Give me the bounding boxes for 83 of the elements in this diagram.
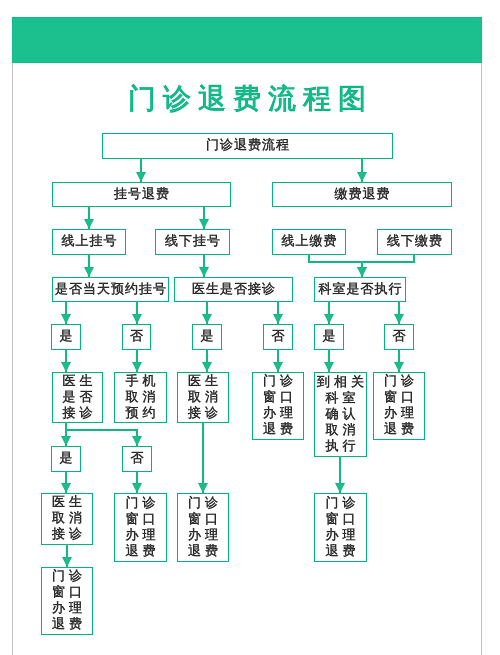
step-text: 医生取消接诊 [52, 495, 82, 543]
step-text: 否 [130, 329, 144, 345]
step-text: 手机取消预约 [126, 374, 156, 422]
step-text: 门诊窗口办理退费 [326, 496, 356, 560]
process-box [263, 324, 293, 350]
process-box [51, 324, 81, 350]
arrow [394, 302, 404, 324]
process-box [52, 372, 103, 423]
process-box [314, 277, 406, 302]
step-text: 否 [130, 451, 144, 467]
title: 门诊退费流程图 [128, 81, 373, 117]
step-text: 门诊窗口办理退费 [263, 374, 293, 438]
process-box [314, 324, 344, 350]
arrow [198, 423, 208, 493]
process-box [52, 182, 231, 207]
process-box [174, 277, 293, 302]
arrow [62, 545, 72, 567]
process-box [192, 324, 222, 350]
step-text: 线上挂号 [62, 234, 118, 250]
arrow [136, 159, 146, 182]
step-text: 门诊窗口办理退费 [188, 496, 218, 560]
step-text: 医生取消接诊 [188, 374, 218, 422]
step-text: 是 [200, 329, 214, 345]
arrow [61, 302, 71, 324]
step-text: 是 [60, 451, 74, 467]
arrow [199, 207, 209, 229]
arrow [132, 302, 142, 324]
step-text: 线下挂号 [165, 234, 221, 250]
process-box [52, 229, 126, 255]
process-box [272, 229, 346, 255]
arrow [199, 255, 209, 277]
process-box [41, 493, 93, 545]
step-text: 医生是否接诊 [192, 282, 276, 298]
arrow [65, 423, 142, 446]
process-box [373, 372, 425, 440]
process-box [114, 372, 167, 423]
step-text: 门诊窗口办理退费 [52, 569, 82, 633]
step-text: 否 [272, 329, 286, 345]
arrow [357, 159, 367, 182]
arrow [357, 255, 415, 277]
arrow [61, 350, 71, 372]
arrow [394, 350, 404, 372]
step-text: 是 [60, 329, 74, 345]
step-text: 到相关科室确认取消执行 [317, 374, 364, 454]
arrow [84, 207, 94, 229]
step-text: 缴费退费 [334, 186, 390, 202]
arrow [61, 472, 71, 493]
process-box [122, 446, 152, 472]
step-text: 线下缴费 [387, 234, 443, 250]
step-text: 门诊窗口办理退费 [126, 496, 156, 560]
step-text: 挂号退费 [114, 186, 170, 202]
process-box [114, 493, 167, 562]
arrow [132, 350, 142, 372]
process-box [384, 324, 414, 350]
arrow [202, 302, 212, 324]
step-text: 是 [322, 329, 336, 345]
process-box [155, 229, 230, 255]
process-box [252, 372, 304, 440]
step-text: 科室是否执行 [318, 282, 402, 298]
arrow [324, 302, 334, 324]
step-text: 门诊窗口办理退费 [384, 374, 414, 438]
arrow [84, 255, 94, 277]
step-text: 门诊退费流程 [206, 138, 290, 154]
step-text: 线上缴费 [282, 234, 338, 250]
arrow [335, 457, 345, 493]
arrow [273, 350, 283, 372]
process-box [177, 372, 229, 423]
step-text: 是否当天预约挂号 [55, 282, 167, 298]
process-box [51, 446, 81, 472]
process-box [314, 493, 367, 562]
process-box [177, 493, 229, 562]
arrow [324, 350, 334, 372]
process-box [41, 567, 93, 635]
arrow [202, 350, 212, 372]
process-box [377, 229, 452, 255]
arrow [132, 472, 142, 493]
process-box [52, 277, 169, 302]
process-box [272, 182, 452, 207]
step-text: 否 [392, 329, 406, 345]
arrow [273, 302, 283, 324]
process-box [122, 324, 151, 350]
step-text: 医生是否接诊 [62, 374, 92, 422]
process-box [102, 133, 393, 159]
